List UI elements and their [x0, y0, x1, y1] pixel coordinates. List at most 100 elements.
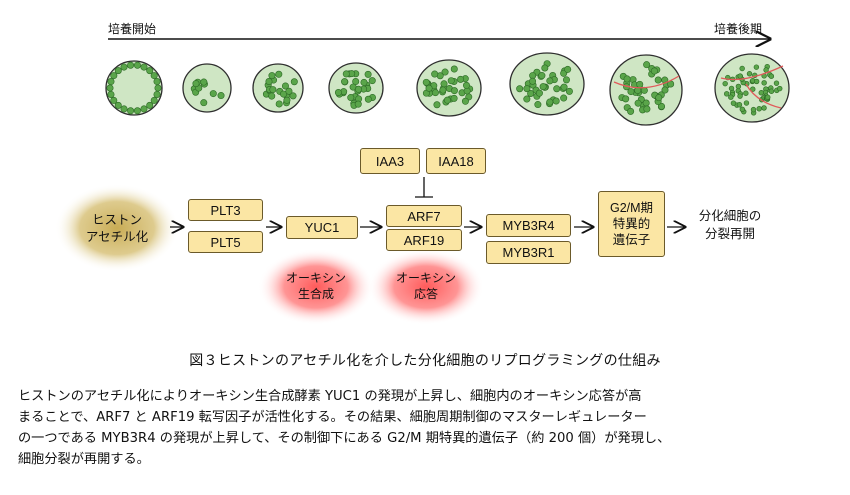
chloroplast — [758, 90, 764, 96]
chloroplast — [737, 73, 743, 79]
chloroplast — [275, 100, 283, 108]
chloroplast — [133, 61, 141, 69]
chloroplast — [217, 92, 225, 100]
pathway-glows — [55, 177, 850, 325]
chloroplast — [529, 77, 537, 85]
node-auxin-resp: オーキシン 応答 — [395, 271, 456, 301]
chloroplast — [534, 101, 542, 109]
chloroplast — [153, 78, 161, 86]
chloroplast — [447, 77, 455, 85]
chloroplast — [425, 84, 433, 92]
auxin-synth-glow — [258, 249, 374, 325]
chloroplast — [433, 101, 441, 109]
chloroplast — [275, 70, 283, 78]
chloroplast — [342, 70, 350, 78]
chloroplast — [657, 102, 665, 110]
chloroplast — [728, 94, 734, 100]
chloroplast — [450, 87, 458, 95]
chloroplast — [553, 85, 561, 93]
chloroplast — [268, 72, 276, 80]
chloroplast — [461, 97, 469, 105]
chloroplast — [150, 72, 158, 80]
chloroplast — [516, 85, 524, 93]
chloroplast — [280, 90, 288, 98]
chloroplast — [739, 106, 746, 112]
chloroplast — [120, 105, 128, 113]
chloroplast — [643, 105, 651, 113]
chloroplast — [627, 107, 635, 115]
chloroplast — [354, 100, 362, 108]
cell-2 — [182, 63, 232, 113]
chloroplast — [661, 86, 669, 94]
chloroplast — [750, 106, 757, 113]
auxin-resp-glow — [368, 249, 484, 325]
chloroplast — [443, 96, 451, 104]
chloroplast — [724, 91, 730, 97]
chloroplast — [654, 76, 662, 84]
chloroplast — [146, 67, 154, 75]
chloroplast — [761, 80, 767, 86]
chloroplast — [523, 85, 531, 93]
chloroplast — [281, 82, 289, 90]
chloroplast — [768, 73, 775, 79]
chloroplast — [269, 86, 277, 94]
chloroplast — [650, 67, 658, 75]
chloroplast — [146, 101, 154, 109]
chloroplast — [562, 76, 570, 84]
chloroplast — [623, 75, 631, 83]
chloroplast — [120, 63, 128, 71]
chloroplast — [750, 86, 756, 92]
chloroplast — [523, 95, 531, 103]
chloroplast — [283, 96, 291, 104]
caption-body: ヒストンのアセチル化によりオーキシン生合成酵素 YUC1 の発現が上昇し、細胞内… — [18, 386, 843, 470]
chloroplast — [153, 90, 161, 98]
node-plt3: PLT3 — [188, 199, 263, 221]
chloroplast — [737, 93, 743, 99]
chloroplast — [736, 102, 743, 108]
chloroplast — [450, 65, 458, 73]
chloroplast — [560, 94, 568, 102]
chloroplast — [368, 77, 376, 85]
node-myb3r1: MYB3R1 — [486, 241, 571, 264]
chloroplast — [150, 96, 158, 104]
chloroplast — [268, 92, 276, 100]
chloroplast — [564, 65, 572, 73]
chloroplast — [546, 98, 554, 106]
chloroplast — [538, 72, 546, 80]
node-iaa3: IAA3 — [360, 148, 420, 174]
chloroplast — [643, 61, 651, 69]
chloroplast — [735, 83, 742, 90]
chloroplast — [127, 107, 135, 115]
node-plt5: PLT5 — [188, 231, 263, 253]
chloroplast — [289, 92, 297, 100]
chloroplast — [768, 88, 775, 94]
chloroplast — [450, 94, 458, 102]
chloroplast — [364, 70, 372, 78]
chloroplast — [200, 78, 208, 86]
division-line — [613, 75, 680, 89]
histone-glow — [55, 184, 179, 272]
chloroplast — [290, 78, 298, 86]
chloroplast — [773, 80, 780, 86]
node-iaa18: IAA18 — [426, 148, 486, 174]
chloroplast — [110, 96, 118, 104]
chloroplast — [364, 95, 372, 103]
timeline-start-label: 培養開始 — [108, 22, 157, 36]
chloroplast — [753, 78, 760, 85]
chloroplast — [133, 107, 141, 115]
timeline-end-label: 培養後期 — [714, 22, 763, 36]
node-myb3r4: MYB3R4 — [486, 214, 571, 237]
division-line — [720, 65, 784, 109]
chloroplast — [527, 89, 535, 97]
chloroplast — [107, 78, 115, 86]
chloroplast — [541, 64, 549, 72]
chloroplast — [622, 95, 630, 103]
chloroplast — [114, 101, 122, 109]
chloroplast — [565, 87, 573, 95]
chloroplast — [560, 83, 568, 91]
chloroplast — [457, 75, 465, 83]
chloroplast — [127, 61, 135, 69]
chloroplast — [539, 83, 547, 91]
chloroplast — [200, 99, 208, 107]
chloroplast — [439, 86, 447, 94]
